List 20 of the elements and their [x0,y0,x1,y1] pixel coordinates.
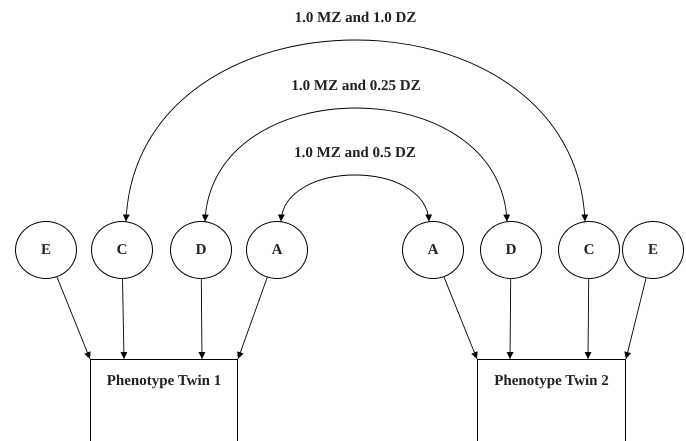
latent-factor-circle: D [170,221,232,279]
arrow [506,278,514,360]
latent-factor-circle: E [622,221,684,279]
arrow [444,276,478,360]
arrow [624,278,646,360]
latent-factor-circle: A [402,221,464,279]
arrow [120,278,128,360]
latent-factor-circle: C [558,221,620,279]
arrow [198,278,206,360]
arrow [56,276,91,360]
phenotype-box: Phenotype Twin 2 [477,359,626,441]
double-headed-arrow [279,174,431,222]
phenotype-box: Phenotype Twin 1 [90,359,238,441]
latent-factor-circle: D [480,221,542,279]
double-headed-arrow [202,108,510,222]
arrow [237,277,268,360]
latent-factor-circle: A [246,221,308,279]
arrow [584,278,592,360]
latent-factor-circle: C [91,221,153,279]
latent-factor-circle: E [15,221,77,279]
